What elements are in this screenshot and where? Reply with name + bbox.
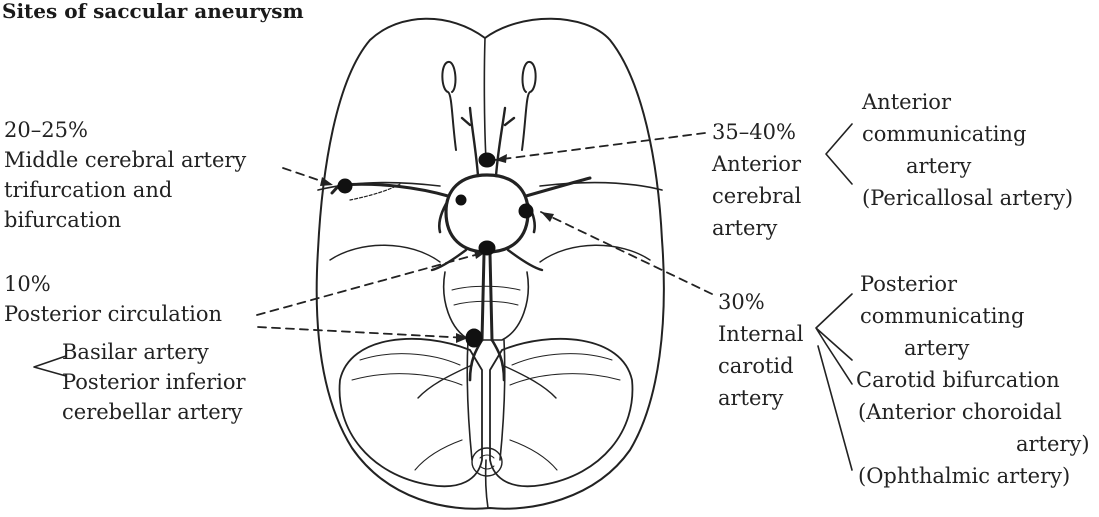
pointer-aca [495,133,705,160]
ica-sub-line-7: (Ophthalmic artery) [858,464,1070,488]
pointer-posterior-1 [257,252,486,315]
olfactory-tract-right [522,62,536,150]
bracket-aca [826,124,852,184]
pca-right [508,250,542,270]
basilar-artery [482,254,492,340]
arrowhead-mca [320,177,333,186]
pointer-posterior-2 [258,327,468,338]
ica-sub-line-4: Carotid bifurcation [856,368,1060,392]
aneurysm-acom [479,153,495,167]
aca-percent: 35–40% [712,120,796,144]
pica [418,365,556,398]
aca-sub-line-2: communicating [862,122,1026,146]
pons [444,272,529,340]
ica-percent: 30% [718,290,765,314]
circle-of-willis [446,175,528,252]
aneurysm-basilar-tip [479,241,495,255]
occipital-fissure [486,460,488,508]
pons-striations [452,286,520,305]
posterior-item-pica-1: Posterior inferior [62,370,246,394]
ica-sub-line-6: artery) [1016,432,1090,456]
cerebellum-fold-right [510,354,620,385]
ica-sub-line-2: communicating [860,304,1024,328]
posterior-item-basilar: Basilar artery [62,340,209,364]
mca-label-line-3: bifurcation [4,208,121,232]
olfactory-tract-left [442,62,456,150]
aneurysm-ica-left [456,195,466,205]
arrowhead-ica [541,212,554,222]
aneurysm-posterior-inferior [466,329,482,347]
cerebellum-fold-left [352,354,462,385]
aca-sub-line-1: Anterior [862,90,951,114]
aca-label-line-2: cerebral [712,184,801,208]
frontal-fissure [484,38,486,160]
spinal-cord-section [472,448,502,476]
aneurysm-ica-right [519,204,533,218]
posterior-label: Posterior circulation [4,302,222,326]
aca-sub-line-3: artery [906,154,971,178]
mca-label-line-1: Middle cerebral artery [4,148,246,172]
aca-label-line-3: artery [712,216,777,240]
ica-label-line-2: carotid [718,354,794,378]
pointer-ica [541,212,712,294]
ica-label-line-3: artery [718,386,783,410]
ica-sub-line-3: artery [904,336,969,360]
aca-sub-line-4: (Pericallosal artery) [862,186,1073,210]
mca-label-line-2: trifurcation and [4,178,172,202]
temporal-lobe-left [330,245,440,262]
ica-label-line-1: Internal [718,322,804,346]
mca-right [526,178,590,196]
mca-percent: 20–25% [4,118,88,142]
posterior-percent: 10% [4,272,51,296]
bracket-ica [816,294,852,470]
cerebellum-right [490,339,632,486]
aca-label-line-1: Anterior [712,152,801,176]
aneurysm-mca [338,179,352,193]
ica-sub-line-5: (Anterior choroidal [858,400,1062,424]
posterior-item-pica-2: cerebellar artery [62,400,243,424]
cerebellum-left [340,339,482,486]
ica-sub-line-1: Posterior [860,272,957,296]
temporal-lobe-right [540,245,650,262]
